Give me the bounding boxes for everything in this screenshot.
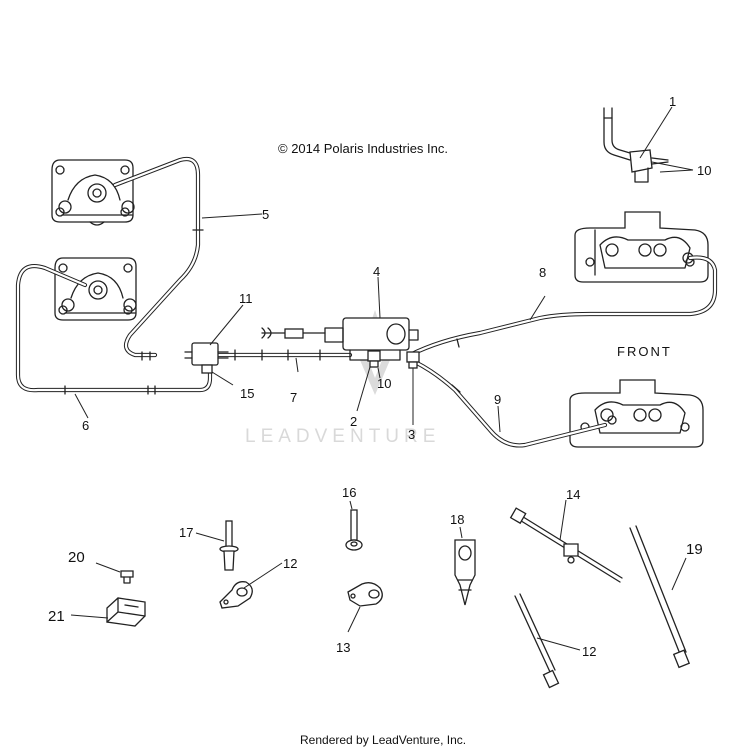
reservoir-hose-end xyxy=(261,327,326,339)
callout-1: 1 xyxy=(669,94,676,109)
clip-22 xyxy=(106,597,146,627)
callout-14: 13 xyxy=(336,640,350,655)
footer-text: Rendered by LeadVenture, Inc. xyxy=(300,733,466,747)
callout-11: 11 xyxy=(239,291,253,306)
cable-tie-12 xyxy=(514,593,560,689)
brake-line-8 xyxy=(407,255,718,358)
cable-tie-15 xyxy=(509,507,623,583)
callout-22: 21 xyxy=(48,608,65,625)
brake-line-5 xyxy=(112,156,204,361)
p-clamp-14 xyxy=(347,582,383,607)
callout-18: 17 xyxy=(179,525,193,540)
callout-21: 20 xyxy=(68,549,85,566)
clip-19 xyxy=(454,539,476,606)
brake-line-7 xyxy=(215,349,353,361)
callout-8: 8 xyxy=(539,265,546,280)
brake-line-6 xyxy=(15,263,213,395)
banjo-bolt-3 xyxy=(406,351,420,369)
bolt-16 xyxy=(201,364,213,374)
screw-21 xyxy=(120,570,134,584)
screw-17 xyxy=(345,509,363,551)
watermark-text: LEADVENTURE xyxy=(245,426,440,447)
front-label: FRONT xyxy=(617,344,672,359)
callout-3: 3 xyxy=(408,427,415,442)
callout-15: 14 xyxy=(566,487,580,502)
callout-4: 4 xyxy=(373,264,380,279)
callout-9: 9 xyxy=(494,392,501,407)
callout-13: 12 xyxy=(283,556,297,571)
front-caliper-upper xyxy=(574,211,709,283)
rear-caliper-lower xyxy=(54,257,137,321)
master-cylinder-4 xyxy=(324,317,419,361)
callout-5: 5 xyxy=(262,207,269,222)
cable-tie-20 xyxy=(629,525,691,669)
banjo-bolt-2 xyxy=(367,350,381,368)
callout-2: 2 xyxy=(350,414,357,429)
front-caliper-lower xyxy=(569,379,704,448)
leader-lines xyxy=(70,106,694,651)
fitting-1 xyxy=(603,107,669,183)
callout-17: 16 xyxy=(342,485,356,500)
callout-12: 12 xyxy=(582,644,596,659)
callout-6: 6 xyxy=(82,418,89,433)
callout-10-upper: 10 xyxy=(697,163,711,178)
callout-10-lower: 10 xyxy=(377,376,391,391)
brake-line-9 xyxy=(412,359,608,448)
callout-20: 19 xyxy=(686,541,703,558)
copyright-text: © 2014 Polaris Industries Inc. xyxy=(278,141,448,156)
callout-16: 15 xyxy=(240,386,254,401)
callout-7: 7 xyxy=(290,390,297,405)
callout-19: 18 xyxy=(450,512,464,527)
rivet-18 xyxy=(219,520,239,571)
rear-caliper-upper xyxy=(51,159,135,226)
